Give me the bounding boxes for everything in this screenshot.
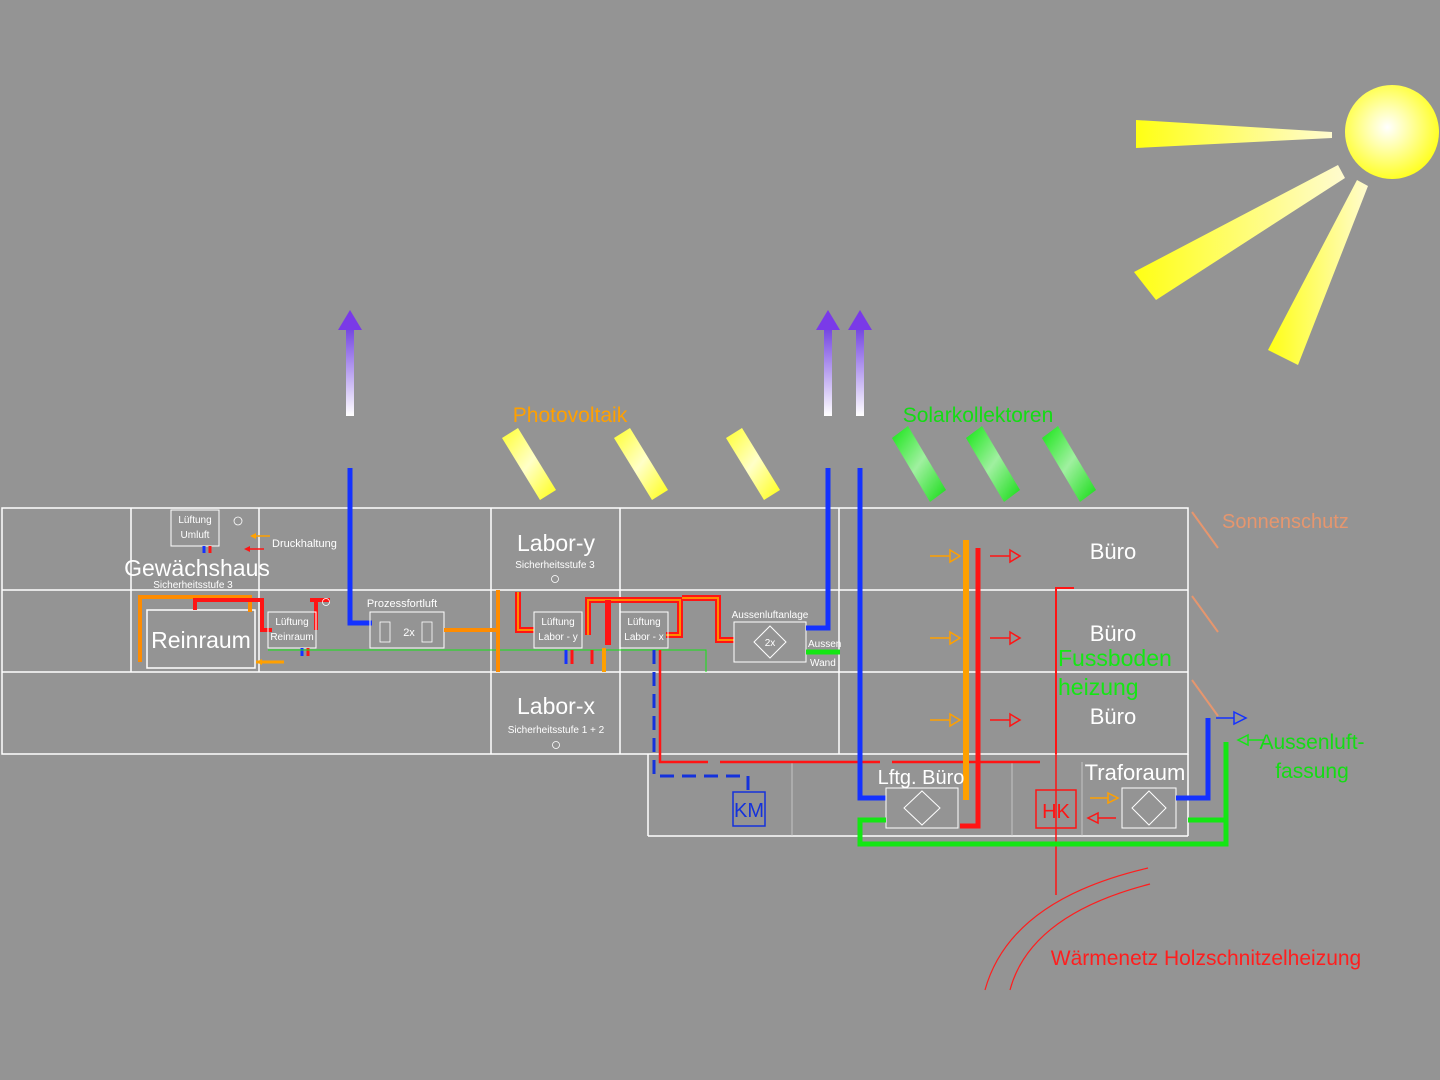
svg-text:2x: 2x [403,627,415,639]
solar-collector [1042,426,1096,502]
buero-supply-arrows [930,548,1022,728]
hk-unit: HK [1035,789,1077,829]
buero-label-3: Büro [1090,704,1136,729]
svg-text:Lüftung: Lüftung [178,515,211,526]
sun-ray [1134,165,1345,300]
aussenluft-duct [806,468,831,631]
exhaust-arrow-icon [848,310,872,416]
hk-arrows [1086,791,1120,825]
inlet-arrow-icon [1236,733,1264,747]
waermenetz-pipes [984,867,1151,991]
aussenluftanlage-unit: 2x [733,621,807,663]
buero-label-1: Büro [1090,539,1136,564]
pv-panel [726,428,780,500]
svg-text:HK: HK [1042,801,1070,823]
pv-panel [614,428,668,500]
waermenetz-label: Wärmenetz Holzschnitzelheizung [1051,947,1361,970]
labor-y-label: Labor-y [517,530,595,556]
svg-text:KM: KM [734,800,764,822]
exhaust-arrows [338,310,872,416]
svg-text:Labor - x: Labor - x [624,632,663,643]
solar-collector [966,426,1020,502]
lueftung-labor-x-unit: Lüftung Labor - x [619,611,669,649]
fussboden-label-1: Fussboden [1058,645,1172,671]
traforaum-label: Traforaum [1085,760,1186,785]
sun-ray [1136,120,1332,148]
aussenluftfassung-label-2: fassung [1275,760,1349,783]
trafo-outlet-duct [1176,718,1211,801]
svg-text:2x: 2x [765,638,776,649]
sun-ray [1268,180,1368,365]
prozessfortluft-unit: 2x [369,611,445,649]
sensor-icon [322,598,330,606]
aussenluft-supply-duct [857,742,1229,847]
outlet-arrow-icon [1216,710,1248,726]
lueftung-umluft-unit: Lüftung Umluft [170,509,220,547]
fussboden-label-2: heizung [1058,674,1139,700]
svg-text:Lüftung: Lüftung [275,617,308,628]
sensor-icon [552,741,560,749]
lftg-buero-unit [885,787,959,829]
prozessfortluft-duct [347,468,372,626]
sun-disc [1345,85,1439,179]
gewaechshaus-sub-label: Sicherheitsstufe 3 [153,580,233,591]
sonnenschutz-lamellas [1191,511,1219,717]
traforaum-unit [1121,787,1177,829]
pv-panel [502,428,556,500]
building-walls [1,507,1189,837]
labor-y-sub-label: Sicherheitsstufe 3 [515,560,595,571]
exhaust-arrow-icon [816,310,840,416]
sonnenschutz-label: Sonnenschutz [1222,511,1349,533]
aussenluftanlage-label: Aussenluftanlage [732,610,809,621]
druckhaltung-label: Druckhaltung [272,538,337,550]
svg-text:Reinraum: Reinraum [270,632,313,643]
reinraum-label: Reinraum [151,627,251,653]
photovoltaik-panels [502,428,780,500]
km-unit: KM [732,791,766,827]
lueftung-reinraum-unit: Lüftung Reinraum [267,611,317,649]
svg-text:Umluft: Umluft [181,530,210,541]
labor-x-sub-label: Sicherheitsstufe 1 + 2 [508,725,605,736]
buero-label-2: Büro [1090,621,1136,646]
aussen-wand-label-1: Aussen [808,639,841,650]
gewaechshaus-label: Gewächshaus [124,555,270,581]
sun-icon [1134,85,1439,365]
reinraum-box [146,609,256,669]
svg-text:Labor - y: Labor - y [538,632,577,643]
buero-outlet-duct [857,468,886,801]
aussen-wand-label-2: Wand [810,658,836,669]
aussenluftfassung-label-1: Aussenluft- [1259,731,1364,754]
solarkollektoren-panels [892,426,1096,502]
labor-x-label: Labor-x [517,693,595,719]
sensor-icon [551,575,559,583]
prozessfortluft-label: Prozessfortluft [367,598,437,610]
svg-text:Lüftung: Lüftung [627,617,660,628]
svg-text:Lüftung: Lüftung [541,617,574,628]
solarkollektoren-label: Solarkollektoren [903,404,1054,427]
druckhaltung-arrows [244,533,270,552]
lueftung-labor-y-unit: Lüftung Labor - y [533,611,583,649]
exhaust-arrow-icon [338,310,362,416]
sensor-icon [233,516,243,526]
lftg-buero-label: Lftg. Büro [878,767,965,789]
photovoltaik-label: Photovoltaik [513,404,628,427]
solar-collector [892,426,946,502]
